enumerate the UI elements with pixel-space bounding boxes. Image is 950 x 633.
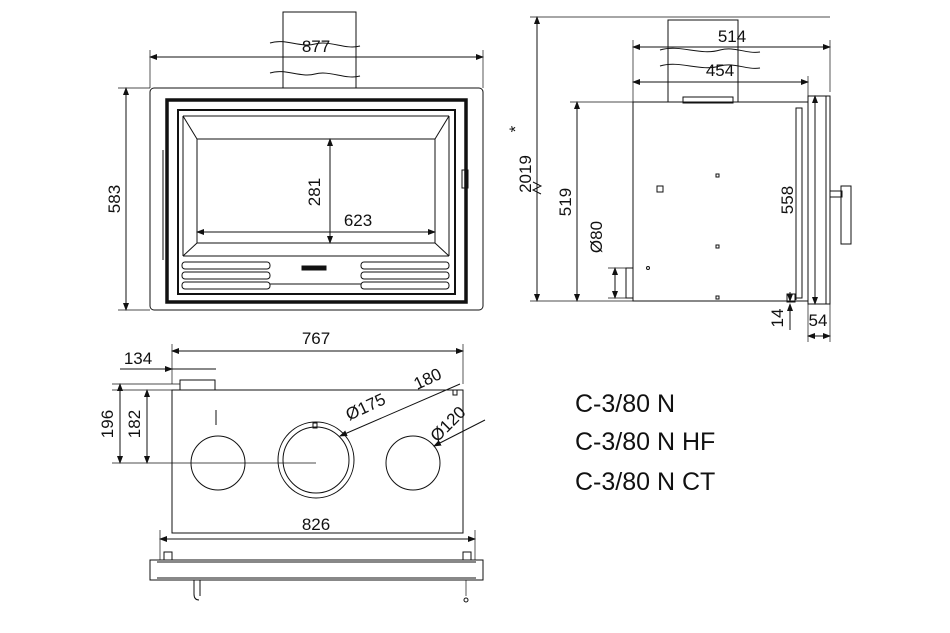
front-view: 877 281 623 583: [105, 12, 483, 310]
dim-air-inlet: Ø80: [587, 221, 606, 253]
dim-side-total-height: 558: [778, 186, 797, 214]
dim-side-body-height: 519: [556, 188, 575, 216]
dim-front-width: 877: [302, 37, 330, 56]
dim-side-body: 454: [706, 61, 734, 80]
dim-base-offset: 14: [768, 309, 787, 328]
dim-side-outer: 514: [718, 27, 746, 46]
model-list: C-3/80 N C-3/80 N HF C-3/80 N CT: [575, 390, 715, 496]
dim-top-offset-x: 134: [124, 349, 152, 368]
side-view: 514 454 2019 * 5: [506, 17, 851, 342]
dim-glass-width: 623: [344, 211, 372, 230]
top-view: 767 134 196 182 Ø175 180 Ø120: [98, 329, 485, 602]
dim-flue-main: Ø175: [343, 390, 389, 425]
dim-front-height: 583: [105, 185, 124, 213]
dim-top-offset-y-outer: 196: [98, 410, 117, 438]
dim-glass-height: 281: [305, 178, 324, 206]
dim-frame-depth: 54: [809, 311, 828, 330]
dim-install-note: *: [506, 125, 525, 132]
dim-install-height: 2019: [516, 155, 535, 193]
model-name: C-3/80 N CT: [575, 468, 715, 496]
model-name: C-3/80 N HF: [575, 428, 715, 456]
dim-top-offset-y-inner: 182: [125, 410, 144, 438]
dim-flue-main-dist: 180: [411, 364, 445, 393]
dim-top-body-width: 767: [302, 329, 330, 348]
model-name: C-3/80 N: [575, 390, 675, 418]
dim-top-frame-width: 826: [302, 515, 330, 534]
